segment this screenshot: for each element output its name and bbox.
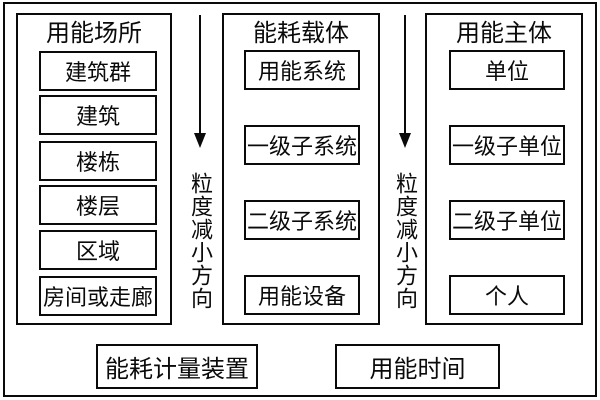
granularity-arrow-2-down-arrow-icon bbox=[399, 133, 411, 148]
outer-border bbox=[3, 2, 597, 397]
box-individual: 个人 bbox=[449, 275, 565, 315]
box-unit: 单位 bbox=[449, 50, 565, 90]
granularity-arrow-1-line bbox=[199, 15, 201, 133]
column-energy-carriers: 能耗载体 用能系统 一级子系统 二级子系统 用能设备 bbox=[222, 13, 380, 325]
column-energy-use-subjects: 用能主体 单位 一级子单位 二级子单位 个人 bbox=[425, 13, 583, 325]
box-level1-subunit: 一级子单位 bbox=[449, 125, 565, 165]
column-energy-use-subjects-title: 用能主体 bbox=[456, 21, 552, 47]
granularity-arrow-1-label: 粒度减小方向 bbox=[188, 172, 213, 310]
column-energy-carriers-title: 能耗载体 bbox=[253, 21, 349, 47]
box-energy-system: 用能系统 bbox=[244, 50, 360, 90]
box-level1-subsystem: 一级子系统 bbox=[244, 125, 360, 165]
box-building-block: 楼栋 bbox=[39, 141, 157, 181]
box-zone: 区域 bbox=[39, 230, 157, 270]
granularity-arrow-2-label: 粒度减小方向 bbox=[393, 172, 418, 310]
granularity-arrow-2-line bbox=[404, 15, 406, 133]
box-building-cluster: 建筑群 bbox=[39, 51, 157, 91]
box-energy-use-time: 用能时间 bbox=[335, 344, 500, 389]
box-building: 建筑 bbox=[39, 95, 157, 135]
column-energy-use-places-title: 用能场所 bbox=[46, 21, 142, 47]
box-floor: 楼层 bbox=[39, 185, 157, 225]
box-energy-metering-device: 能耗计量装置 bbox=[96, 344, 258, 389]
box-level2-subunit: 二级子单位 bbox=[449, 200, 565, 240]
box-room-or-corridor: 房间或走廊 bbox=[39, 276, 157, 316]
column-energy-use-places: 用能场所 建筑群 建筑 楼栋 楼层 区域 房间或走廊 bbox=[16, 13, 172, 325]
box-level2-subsystem: 二级子系统 bbox=[244, 200, 360, 240]
box-energy-equipment: 用能设备 bbox=[244, 275, 360, 315]
granularity-arrow-1-down-arrow-icon bbox=[194, 133, 206, 148]
